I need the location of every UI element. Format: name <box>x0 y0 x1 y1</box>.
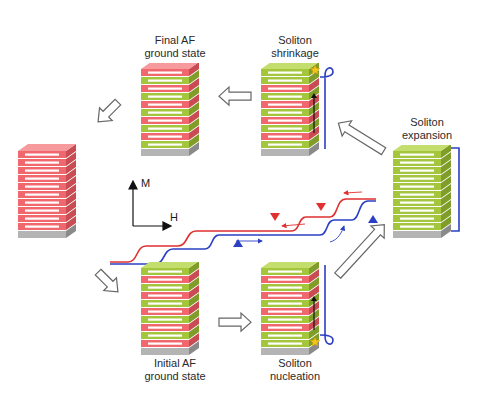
soliton-star <box>310 337 320 346</box>
stack-stage: Final AF ground state <box>135 34 215 158</box>
stack-stage: Initial AF ground state <box>135 262 215 382</box>
axis-label: M <box>141 177 150 189</box>
soliton-profile <box>320 68 333 149</box>
stage-label: Initial AF ground state <box>138 357 212 382</box>
cycle-arrow <box>338 121 385 155</box>
cycle-arrow <box>92 266 125 299</box>
cycle-arrow <box>219 87 251 105</box>
stack-stage: Soliton shrinkage <box>255 34 335 158</box>
cycle-arrow <box>92 96 125 129</box>
stack-stage: Soliton nucleation <box>255 262 335 382</box>
cycle-arrow <box>219 313 251 331</box>
field-marker <box>368 215 378 223</box>
stage-label: Final AF ground state <box>138 34 212 59</box>
axis-label: H <box>170 211 178 223</box>
soliton-profile <box>451 148 459 231</box>
stage-label: Soliton shrinkage <box>258 34 332 59</box>
sweep-arrow <box>344 192 362 193</box>
layer-stack <box>387 145 467 240</box>
sweep-arrow <box>236 241 262 242</box>
layer-stack <box>255 262 335 357</box>
red-stack <box>18 144 76 238</box>
field-marker <box>316 203 326 211</box>
field-marker <box>233 239 243 247</box>
stage-label: Soliton expansion <box>390 116 464 141</box>
layer-stack <box>135 63 215 158</box>
hysteresis-red <box>110 199 376 262</box>
hysteresis-blue <box>110 201 376 264</box>
layer-stack <box>135 262 215 357</box>
sweep-arrow <box>330 226 344 242</box>
stage-label: Soliton nucleation <box>258 357 332 382</box>
field-marker <box>270 213 280 221</box>
soliton-star <box>310 65 320 74</box>
soliton-profile <box>320 265 333 344</box>
stack-stage: Soliton expansion <box>387 116 467 240</box>
cycle-arrow <box>335 225 385 279</box>
sweep-arrow <box>282 224 305 226</box>
layer-stack <box>255 63 335 158</box>
